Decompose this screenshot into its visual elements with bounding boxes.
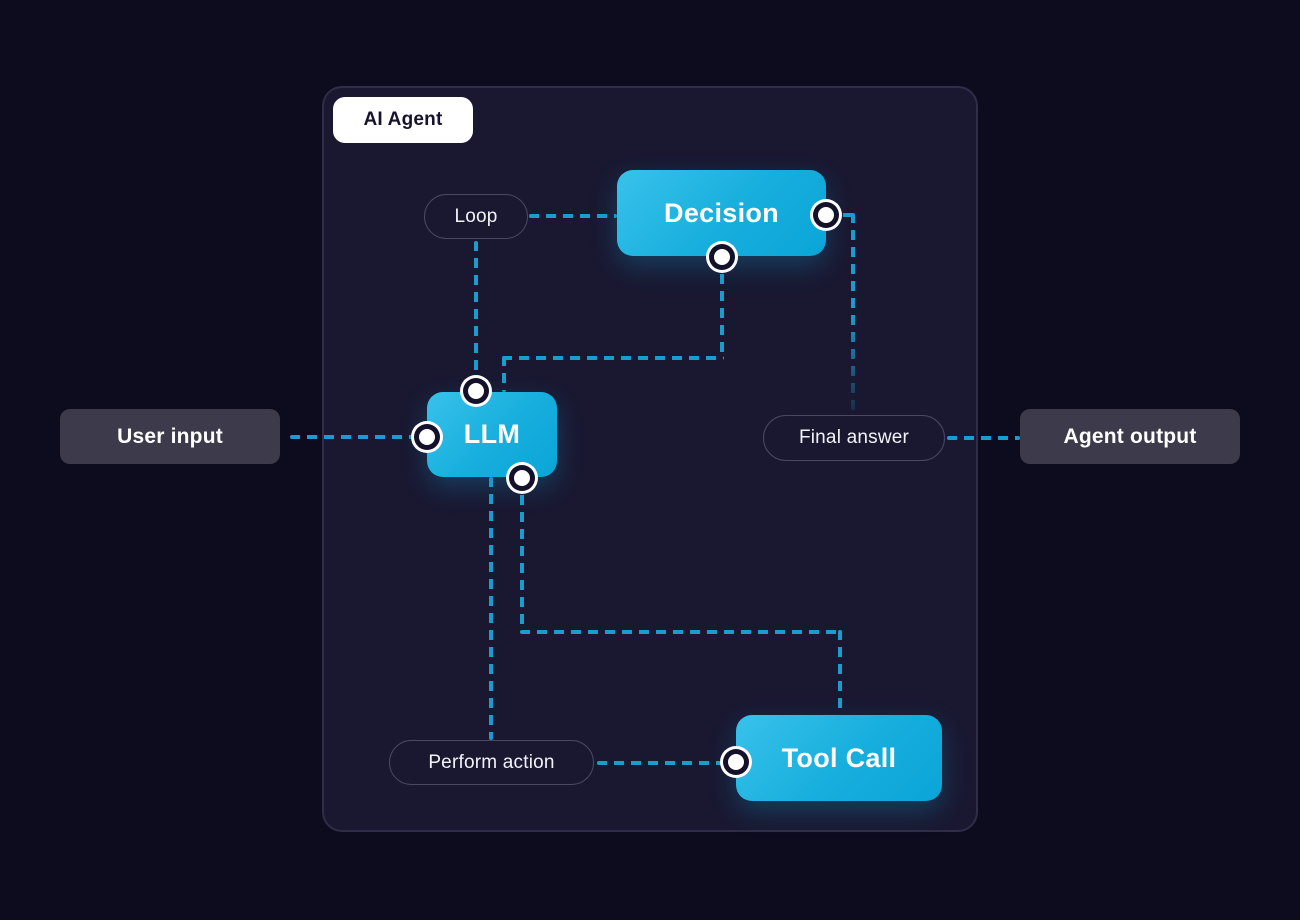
tool-call-block: Tool Call [736, 715, 942, 801]
ai-agent-tag-label: AI Agent [363, 109, 443, 130]
edge-decision-bottom-down [720, 257, 724, 358]
tool-call-label: Tool Call [781, 742, 897, 773]
llm-left-port-node [419, 429, 435, 445]
edge-down-to-toolcall-top [838, 630, 842, 715]
llm-block: LLM [427, 392, 557, 477]
user-input-block: User input [60, 409, 280, 464]
loop-edge-label: Loop [424, 194, 528, 239]
agent-output-label: Agent output [1063, 424, 1197, 448]
edge-llm-bottom-down [520, 478, 524, 632]
perform-action-label: Perform action [428, 751, 555, 773]
decision-label: Decision [664, 197, 779, 228]
edge-loop-to-decision [529, 214, 617, 218]
edge-decision-right-out [826, 213, 855, 217]
edge-loop-to-llm-top [474, 241, 478, 391]
edge-decision-to-final-answer [851, 213, 855, 415]
perform-action-edge-label: Perform action [389, 740, 594, 785]
llm-bottom-port-node [514, 470, 530, 486]
edge-perform-action-to-toolcall [597, 761, 736, 765]
edge-llm-to-toolcall-horizontal [520, 630, 842, 634]
toolcall-left-port-node [728, 754, 744, 770]
edge-decision-junction-horizontal [502, 356, 724, 360]
decision-right-port-node [818, 207, 834, 223]
llm-top-port-node [468, 383, 484, 399]
decision-bottom-port-node [714, 249, 730, 265]
agent-output-block: Agent output [1020, 409, 1240, 464]
ai-agent-tag: AI Agent [333, 97, 473, 143]
user-input-label: User input [117, 424, 223, 448]
llm-label: LLM [463, 419, 521, 449]
final-answer-label: Final answer [798, 427, 910, 448]
edge-llm-to-perform-action [489, 477, 493, 740]
final-answer-edge-label: Final answer [763, 415, 945, 461]
edge-junction-to-llm [502, 356, 506, 392]
decision-block: Decision [617, 170, 826, 256]
edge-final-answer-to-agent-output [947, 436, 1020, 440]
edge-user-input-to-llm [290, 435, 427, 439]
loop-label: Loop [454, 205, 498, 227]
